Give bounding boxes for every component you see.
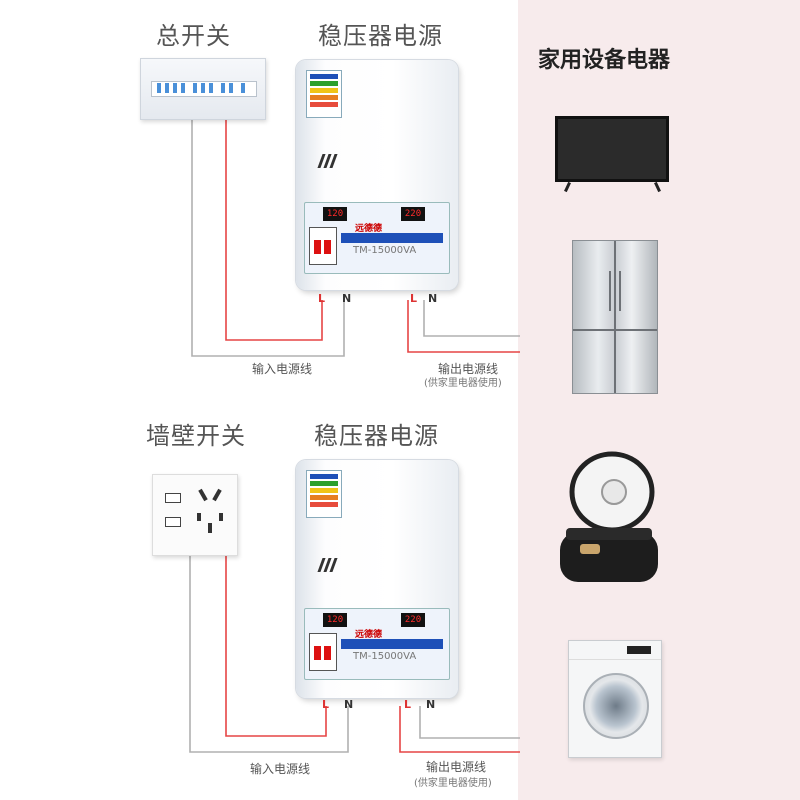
model-bar [341,639,443,649]
input-voltage-display: 120 [323,207,347,221]
bottom-voltage-regulator: 120 220 远德德 TM-15000VA [296,460,458,698]
appliances-title: 家用设备电器 [538,48,671,73]
breaker-switch-icon [309,227,337,265]
top-input-neutral-wire [191,118,345,357]
top-input-N-terminal: N [342,292,352,305]
top-input-live-wire [225,118,323,341]
model-bar [341,233,443,243]
washing-machine-icon [568,640,662,758]
bottom-input-L-terminal: L [322,698,330,711]
bottom-input-cable-label: 输入电源线 [250,762,311,776]
wall-switch-label: 墙壁开关 [146,422,246,450]
rice-cooker-icon [560,451,658,582]
spec-label [306,70,342,118]
main-switch-label: 总开关 [156,22,231,50]
refrigerator-icon [572,240,658,394]
top-output-N-terminal: N [428,292,438,305]
model-label: TM-15000VA [353,651,417,662]
control-panel: 120 220 远德德 TM-15000VA [304,202,450,274]
spec-label [306,470,342,518]
model-label: TM-15000VA [353,245,417,256]
tv-icon [555,116,669,182]
top-voltage-regulator: 120 220 远德德 TM-15000VA [296,60,458,290]
bottom-output-L-terminal: L [404,698,412,711]
input-voltage-display: 120 [323,613,347,627]
top-input-L-terminal: L [318,292,326,305]
brand-label: 远德德 [355,224,383,234]
bottom-input-N-terminal: N [344,698,354,711]
bottom-output-note: (供家里电器使用) [414,778,492,789]
bottom-output-N-terminal: N [426,698,436,711]
wall-socket-icon [152,474,238,556]
top-regulator-label: 稳压器电源 [318,22,443,50]
top-output-live-wire [407,300,520,353]
output-voltage-display: 220 [401,207,425,221]
breaker-switch-icon [309,633,337,671]
top-output-cable-label: 输出电源线 [438,362,499,376]
bottom-regulator-label: 稳压器电源 [314,422,439,450]
bottom-output-neutral-wire [419,706,520,739]
control-panel: 120 220 远德德 TM-15000VA [304,608,450,680]
top-output-neutral-wire [423,300,520,337]
breaker-box-icon [140,58,266,120]
top-input-cable-label: 输入电源线 [252,362,313,376]
bottom-input-live-wire [225,554,327,737]
brand-label: 远德德 [355,630,383,640]
bottom-output-cable-label: 输出电源线 [426,760,487,774]
top-output-L-terminal: L [410,292,418,305]
top-output-note: (供家里电器使用) [424,378,502,389]
output-voltage-display: 220 [401,613,425,627]
bottom-output-live-wire [399,706,520,753]
bottom-input-neutral-wire [189,554,349,753]
